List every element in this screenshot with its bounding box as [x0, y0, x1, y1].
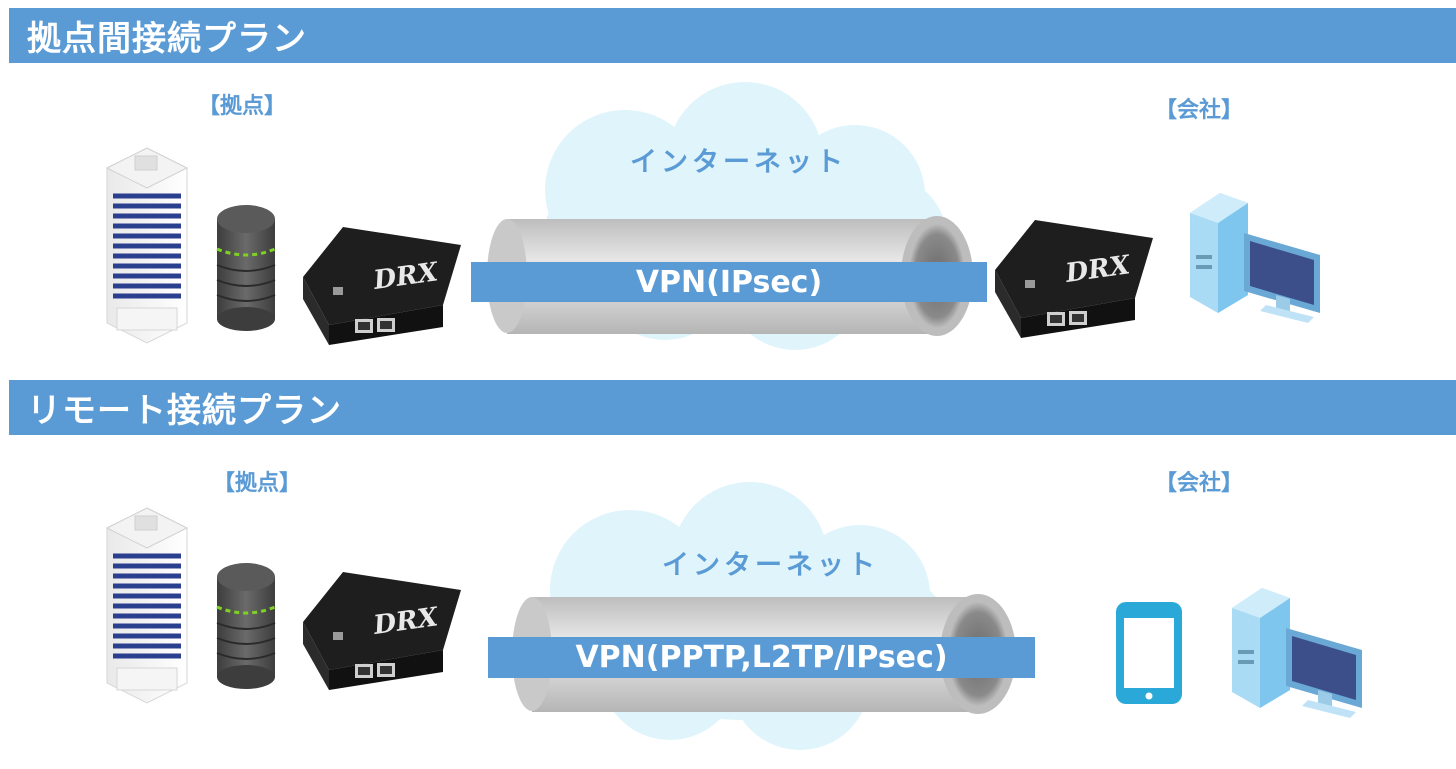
vpn-band: VPN(PPTP,L2TP/IPsec) [488, 637, 1035, 678]
internet-label: インターネット [662, 550, 879, 581]
router-icon [303, 572, 461, 690]
router-icon [995, 220, 1153, 338]
building-icon [107, 148, 187, 343]
building-icon [107, 508, 187, 703]
site-label-company: 【会社】 [1155, 98, 1244, 123]
server-icon [215, 561, 277, 691]
router-icon [303, 227, 461, 345]
site-label-company: 【会社】 [1155, 471, 1244, 496]
section-title-site-to-site: 拠点間接続プラン [9, 8, 1456, 63]
section-title-remote: リモート接続プラン [9, 380, 1456, 435]
site-label-branch: 【拠点】 [198, 94, 287, 119]
desktop-pc-icon [1190, 193, 1320, 323]
server-icon [215, 203, 277, 333]
vpn-band: VPN(IPsec) [471, 262, 987, 302]
site-label-branch: 【拠点】 [213, 471, 302, 496]
internet-label: インターネット [630, 147, 847, 178]
smartphone-icon [1116, 602, 1182, 704]
desktop-pc-icon [1232, 588, 1362, 718]
